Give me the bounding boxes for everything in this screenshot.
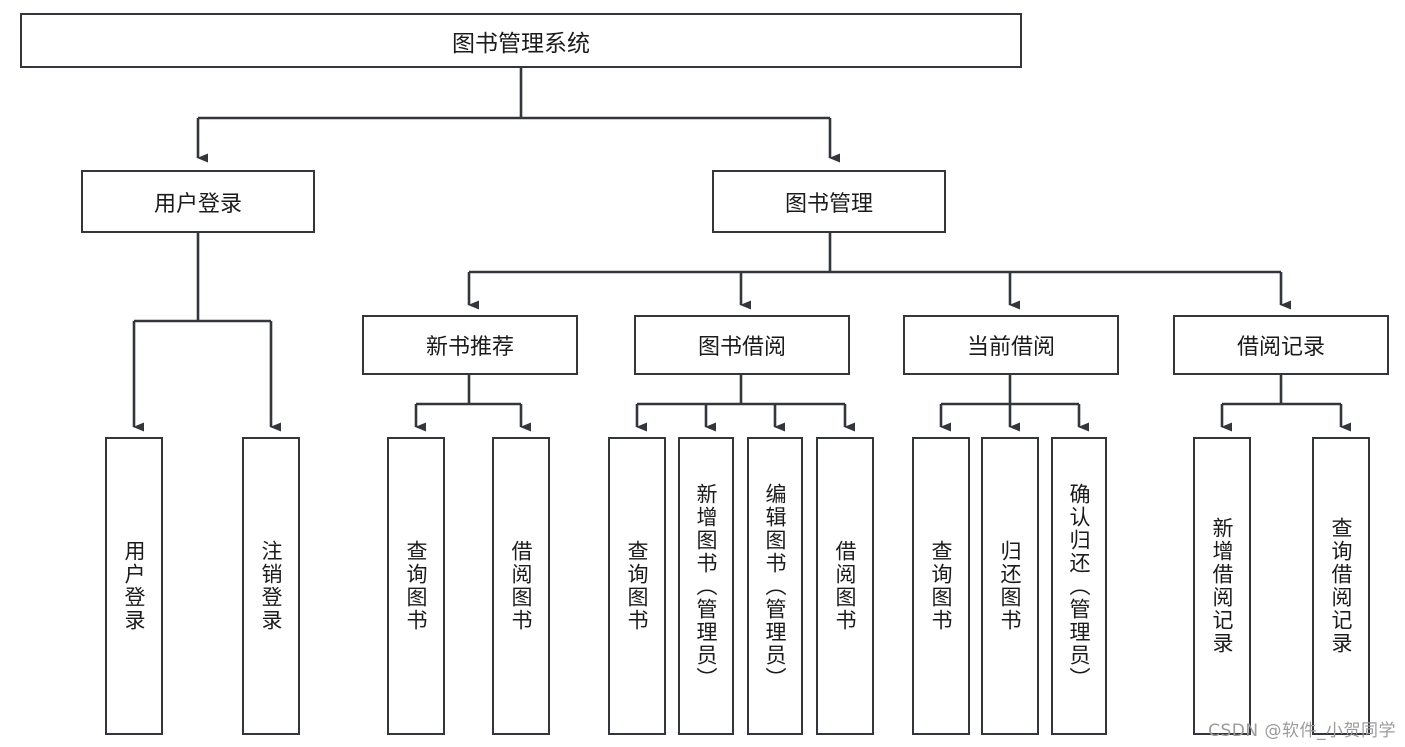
node-leaf-logout[interactable]: 注销登录 (242, 437, 300, 735)
node-label: 查询图书 (929, 540, 954, 632)
node-user-login[interactable]: 用户登录 (81, 170, 315, 233)
node-label: 借阅记录 (1236, 335, 1325, 360)
node-root-system[interactable]: 图书管理系统 (20, 13, 1022, 68)
node-book-borrow[interactable]: 图书借阅 (634, 315, 850, 375)
node-leaf-edit-book-admin[interactable]: 编辑图书（管理员） (747, 437, 803, 735)
node-label: 当前借阅 (966, 335, 1055, 360)
node-label: 借阅图书 (833, 540, 858, 632)
node-leaf-borrow-book-new[interactable]: 借阅图书 (492, 437, 550, 735)
node-label: 借阅图书 (509, 540, 534, 632)
node-leaf-borrow-book[interactable]: 借阅图书 (816, 437, 874, 735)
node-leaf-search-book-new[interactable]: 查询图书 (387, 437, 445, 735)
node-label: 注销登录 (259, 540, 284, 632)
node-label: 图书管理 (784, 191, 873, 217)
node-label: 编辑图书（管理员） (763, 482, 788, 690)
node-label: 查询图书 (404, 540, 429, 632)
node-leaf-search-borrow-record[interactable]: 查询借阅记录 (1312, 437, 1370, 735)
node-leaf-confirm-return-admin[interactable]: 确认归还（管理员） (1051, 437, 1107, 735)
node-label: 查询图书 (625, 540, 650, 632)
node-label: 确认归还（管理员） (1067, 482, 1092, 690)
node-new-book-recommend[interactable]: 新书推荐 (362, 315, 578, 375)
csdn-watermark: CSDN @软件_小贺同学 (1208, 721, 1396, 741)
node-label: 新增借阅记录 (1210, 517, 1235, 655)
node-label: 新增图书（管理员） (694, 482, 719, 690)
node-leaf-search-book-borrow[interactable]: 查询图书 (608, 437, 666, 735)
node-label: 查询借阅记录 (1329, 517, 1354, 655)
node-label: 新书推荐 (425, 335, 514, 360)
node-label: 图书管理系统 (452, 30, 590, 57)
node-book-management[interactable]: 图书管理 (712, 170, 946, 233)
node-leaf-add-book-admin[interactable]: 新增图书（管理员） (678, 437, 734, 735)
node-borrow-record[interactable]: 借阅记录 (1173, 315, 1389, 375)
node-leaf-user-login[interactable]: 用户登录 (105, 437, 163, 735)
node-leaf-return-book[interactable]: 归还图书 (981, 437, 1039, 735)
node-label: 图书借阅 (697, 335, 786, 360)
node-label: 归还图书 (998, 540, 1023, 632)
node-label: 用户登录 (153, 191, 242, 217)
node-current-borrow[interactable]: 当前借阅 (903, 315, 1119, 375)
node-leaf-add-borrow-record[interactable]: 新增借阅记录 (1193, 437, 1251, 735)
node-label: 用户登录 (122, 540, 147, 632)
node-leaf-search-book-current[interactable]: 查询图书 (912, 437, 970, 735)
